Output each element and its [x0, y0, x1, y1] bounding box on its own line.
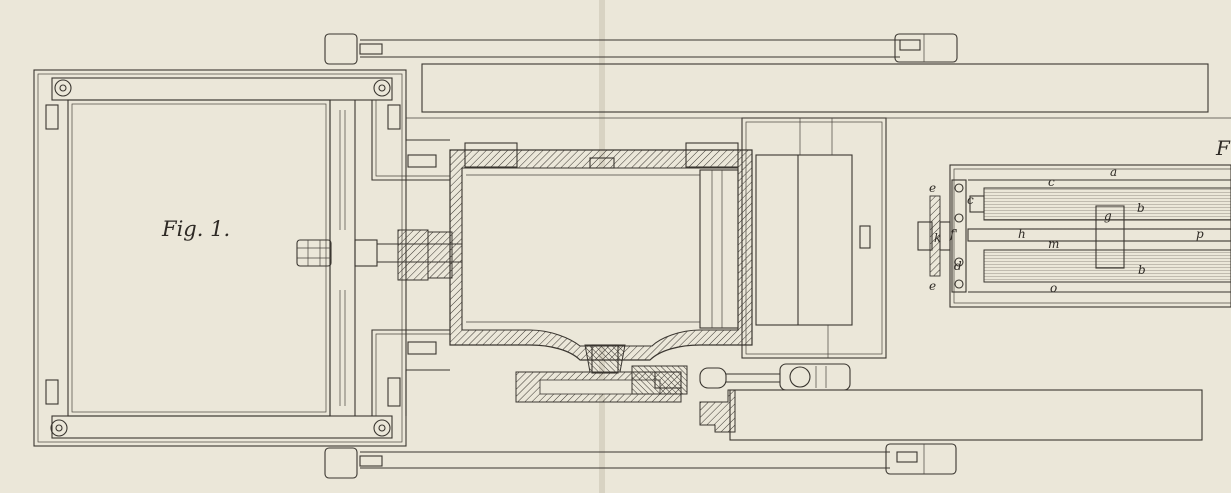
label-c-small: c — [1048, 175, 1055, 189]
cylinder — [449, 142, 753, 374]
label-e-top: e — [929, 181, 936, 195]
outer-frame — [33, 69, 450, 447]
valve-base — [515, 363, 851, 433]
label-a: a — [1110, 165, 1117, 179]
label-k: k — [934, 231, 941, 245]
label-o: o — [1050, 281, 1057, 295]
label-c: c — [967, 193, 974, 207]
center-nut — [296, 239, 378, 267]
label-f-prime: f' — [949, 227, 958, 241]
label-m: m — [1048, 237, 1059, 251]
label-e-bottom: e — [929, 279, 936, 293]
label-h: h — [1018, 227, 1026, 241]
top-rail — [324, 33, 1231, 119]
guide-housing — [741, 117, 887, 359]
label-d: d — [954, 259, 962, 273]
partial-caption: F — [1215, 136, 1231, 160]
figure-caption: Fig. 1. — [161, 217, 230, 241]
bottom-rail — [324, 389, 1203, 479]
detail-figure — [917, 164, 1231, 308]
label-b-bottom: b — [1138, 263, 1146, 277]
label-g: g — [1104, 209, 1112, 223]
label-b-top: b — [1137, 201, 1145, 215]
label-p: p — [1196, 227, 1204, 241]
